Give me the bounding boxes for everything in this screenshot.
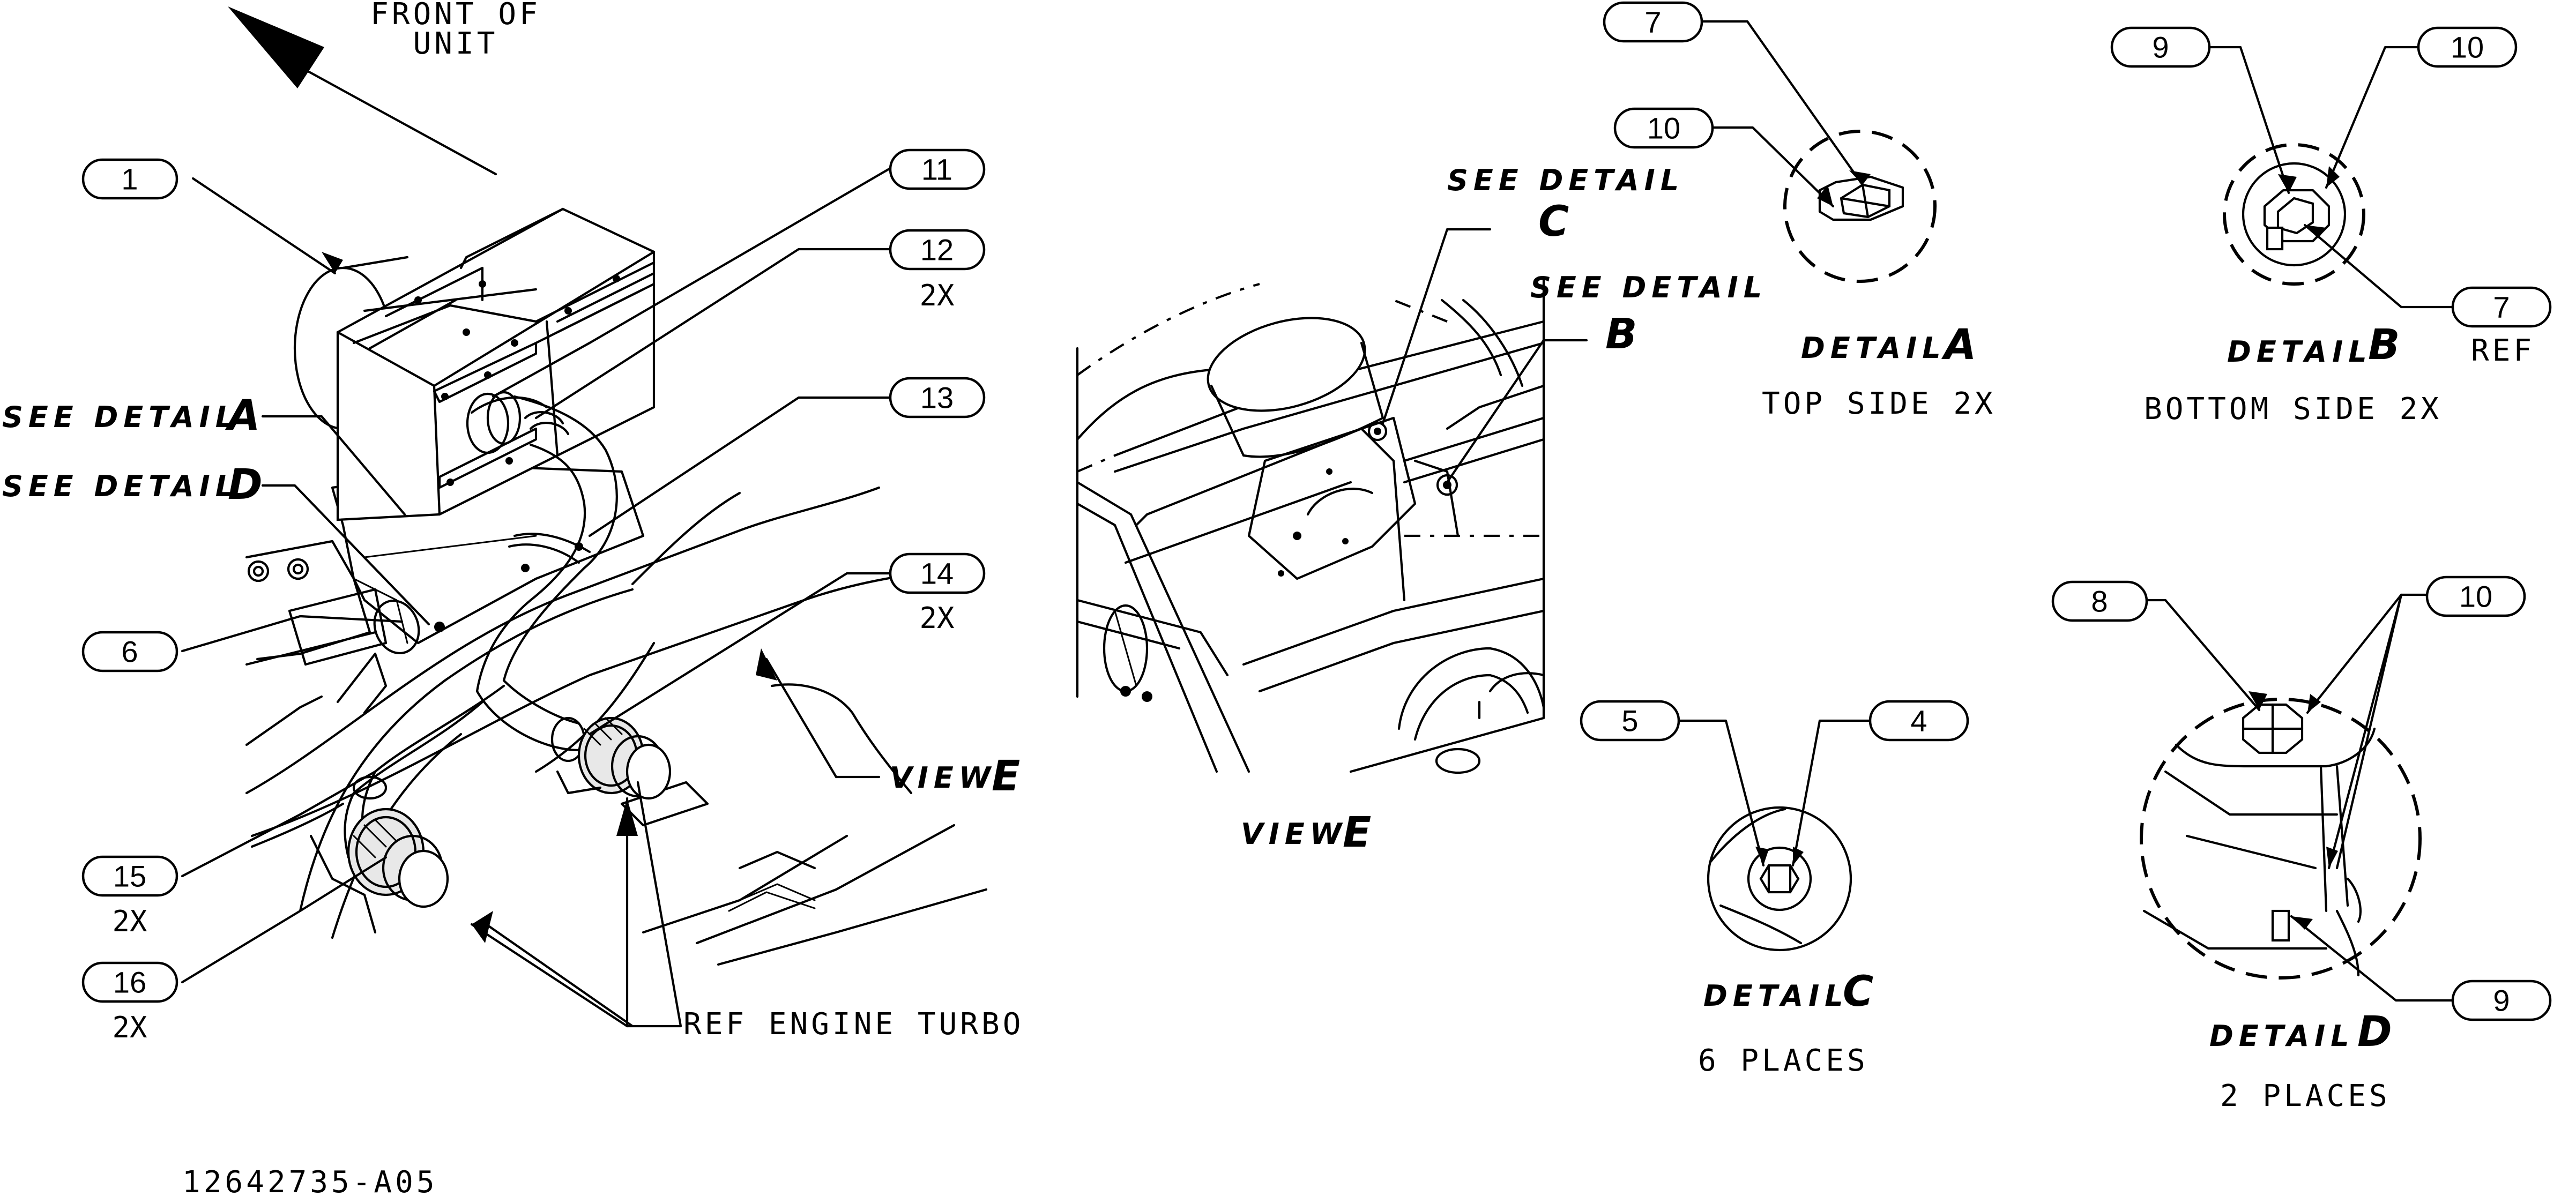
svg-text:16: 16: [113, 966, 146, 999]
detail-d: [2134, 593, 2454, 1002]
callout-a-7: 7: [1603, 1, 1703, 43]
detail-c: [1676, 719, 1872, 952]
detail-a-letter: A: [1941, 321, 1976, 369]
detail-c-note: 6 PLACES: [1698, 1043, 1868, 1078]
callout-d-10: 10: [2425, 575, 2526, 617]
see-detail-b-letter: B: [1605, 310, 1637, 358]
detail-a-label: DETAIL: [1801, 331, 1946, 365]
callout-13: 13: [889, 377, 986, 418]
svg-text:7: 7: [2493, 290, 2510, 324]
callout-d-8: 8: [2051, 580, 2148, 622]
callout-c-4: 4: [1868, 700, 1969, 742]
svg-text:10: 10: [1647, 111, 1680, 145]
svg-text:11: 11: [921, 153, 952, 186]
svg-text:9: 9: [2493, 984, 2510, 1018]
callout-15: 15: [81, 855, 178, 897]
view-e-caption-letter: E: [1343, 809, 1371, 857]
callout-b-10: 10: [2417, 26, 2518, 68]
see-detail-c-letter: C: [1538, 198, 1569, 246]
svg-text:7: 7: [1644, 5, 1661, 39]
see-detail-c-label: SEE DETAIL: [1447, 163, 1684, 197]
detail-c-label: DETAIL: [1703, 979, 1849, 1013]
detail-a-note: TOP SIDE 2X: [1762, 386, 1996, 421]
view-e: [1076, 228, 1588, 774]
detail-c-letter: C: [1843, 968, 1873, 1016]
callout-b-7: 7: [2451, 286, 2552, 328]
callout-16: 16: [81, 961, 178, 1003]
view-e-caption: VIEW: [1241, 817, 1347, 851]
svg-text:4: 4: [1910, 704, 1927, 738]
callout-14-qty: 2X: [919, 601, 955, 635]
detail-d-label: DETAIL: [2209, 1019, 2355, 1053]
callout-c-5: 5: [1580, 700, 1680, 742]
svg-text:12: 12: [920, 233, 954, 267]
main-assembly-view: [181, 167, 988, 1028]
see-detail-d-label: SEE DETAIL: [2, 469, 239, 503]
ref-engine-turbo: REF ENGINE TURBO: [683, 1007, 1024, 1042]
detail-b-label: DETAIL: [2227, 335, 2372, 369]
callout-1: 1: [81, 158, 178, 200]
see-detail-a-label: SEE DETAIL: [2, 400, 239, 434]
detail-a: [1702, 20, 1937, 283]
see-detail-d-letter: D: [228, 461, 263, 509]
detail-b: [2207, 46, 2454, 309]
svg-text:5: 5: [1621, 704, 1638, 738]
callout-12-qty: 2X: [919, 279, 955, 312]
callout-b-7-ref: REF: [2471, 333, 2535, 368]
svg-text:13: 13: [920, 381, 954, 415]
callout-14: 14: [889, 552, 986, 594]
callout-a-10: 10: [1613, 107, 1714, 149]
front-of-unit-line1: FRONT OF: [370, 0, 541, 32]
callout-b-9: 9: [2110, 26, 2211, 68]
svg-text:1: 1: [121, 162, 138, 196]
view-e-arrow-letter: E: [992, 752, 1020, 801]
callout-12: 12: [889, 229, 986, 271]
drawing-number: 12642735-A05: [182, 1165, 438, 1196]
see-detail-b-label: SEE DETAIL: [1530, 271, 1767, 304]
svg-text:10: 10: [2459, 580, 2492, 614]
detail-b-letter: B: [2368, 321, 2400, 369]
see-detail-a-letter: A: [225, 392, 260, 440]
front-of-unit-arrow: [228, 6, 497, 176]
svg-text:9: 9: [2152, 31, 2169, 64]
detail-d-note: 2 PLACES: [2220, 1079, 2391, 1113]
view-e-arrow-label: VIEW: [890, 761, 996, 795]
callout-15-qty: 2X: [112, 905, 147, 938]
svg-text:15: 15: [113, 859, 146, 893]
svg-text:6: 6: [121, 635, 138, 669]
detail-d-letter: D: [2357, 1008, 2392, 1056]
svg-text:8: 8: [2091, 585, 2108, 618]
detail-b-note: BOTTOM SIDE 2X: [2144, 392, 2442, 427]
callout-11: 11: [889, 148, 986, 190]
callout-d-9: 9: [2451, 980, 2552, 1021]
svg-text:14: 14: [920, 557, 954, 590]
svg-text:10: 10: [2451, 31, 2484, 64]
front-of-unit-line2: UNIT: [413, 26, 498, 61]
callout-6: 6: [81, 631, 178, 672]
callout-16-qty: 2X: [112, 1011, 147, 1044]
